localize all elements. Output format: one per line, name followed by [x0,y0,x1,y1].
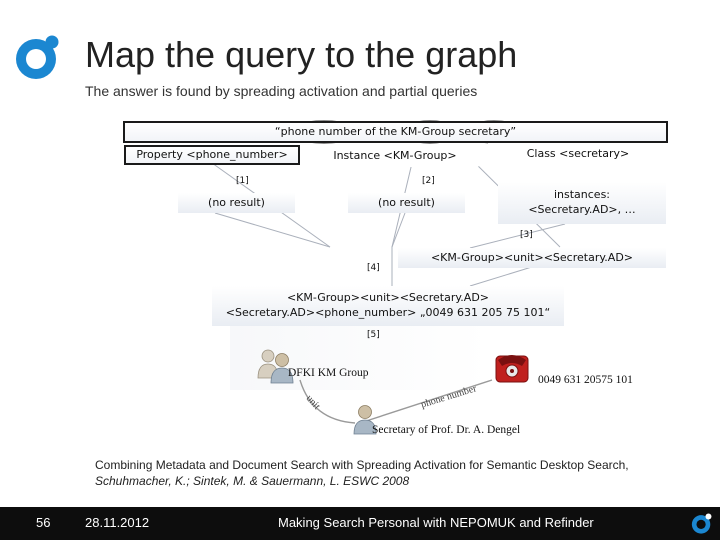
graph-node-secretary: Secretary of Prof. Dr. A. Dengel [372,424,520,436]
graph-node-phone: 0049 631 20575 101 [538,374,633,386]
step-5-label: [5] [367,330,380,340]
people-icon [257,349,294,384]
result-line-2: <Secretary.AD><phone_number> „0049 631 2… [225,306,551,319]
step-2-label: [2] [422,176,435,186]
footer-logo-icon [691,513,712,534]
class-text: Class <secretary> [526,146,630,160]
result-line-1: <KM-Group><unit><Secretary.AD> [286,291,490,305]
page-number: 56 [36,515,51,530]
nepomuk-logo-icon [16,35,59,79]
step-3-label: [3] [520,230,533,240]
step-1-label: [1] [236,176,249,186]
no-result-text-2: (no result) [378,195,435,209]
instances-line-2: <Secretary.AD>, … [528,203,636,216]
graph-node-group: DFKI KM Group [288,367,369,379]
footer-title: Making Search Personal with NEPOMUK and … [278,515,594,530]
path-text: <KM-Group><unit><Secretary.AD> [430,250,634,264]
person-icon [353,405,377,435]
class-box: Class <secretary> [488,143,668,165]
footer-bar: 56 28.11.2012 Making Search Personal wit… [0,507,720,540]
step-4-label: [4] [367,263,380,273]
citation-line-2: Schuhmacher, K.; Sintek, M. & Sauermann,… [95,474,410,489]
footer-date: 28.11.2012 [85,515,150,530]
slide-title: Map the query to the graph [85,34,518,75]
query-box: “phone number of the KM-Group secretary” [123,121,668,143]
property-box: Property <phone_number> [124,145,300,165]
no-result-box-1: (no result) [178,193,295,213]
instance-box: Instance <KM-Group> [305,145,485,167]
result-box: <KM-Group><unit><Secretary.AD> <Secretar… [212,286,564,326]
path-box: <KM-Group><unit><Secretary.AD> [398,248,666,268]
citation-line-1: Combining Metadata and Document Search w… [95,458,629,472]
property-text: Property <phone_number> [136,147,288,161]
instance-text: Instance <KM-Group> [333,148,457,162]
telephone-icon [495,355,529,383]
slide-subtitle: The answer is found by spreading activat… [85,83,478,99]
no-result-text-1: (no result) [208,195,265,209]
instances-line-1: instances: [553,188,611,202]
citation: Combining Metadata and Document Search w… [95,457,629,489]
no-result-box-2: (no result) [348,193,465,213]
query-text: “phone number of the KM-Group secretary” [274,124,517,138]
instances-box: instances: <Secretary.AD>, … [498,182,666,224]
